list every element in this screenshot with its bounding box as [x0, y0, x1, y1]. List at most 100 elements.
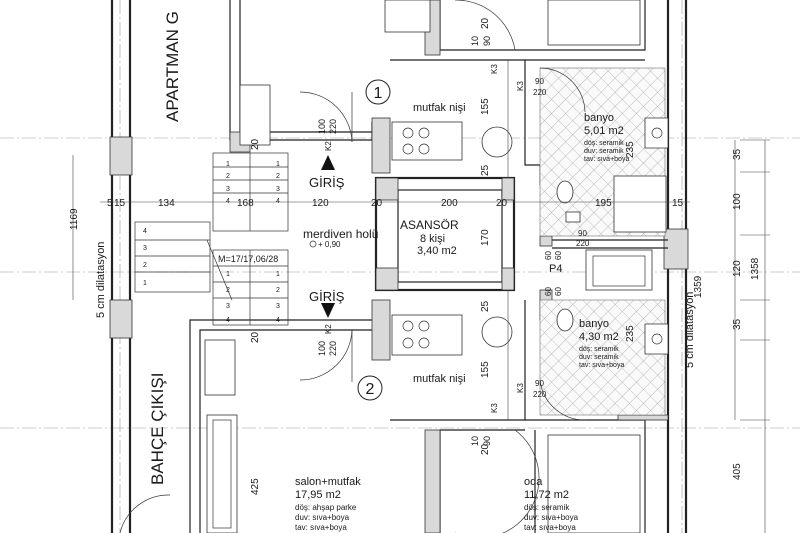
- bot-dim-90: 90: [482, 436, 492, 446]
- entrance-label-top: GİRİŞ: [309, 175, 345, 190]
- room-area: 4,30 m2: [579, 331, 619, 343]
- dim-25-a: 25: [480, 164, 491, 176]
- room-wall: duv: sıva+boya: [295, 513, 350, 522]
- room-ceiling: tav: sıva+boya: [524, 523, 576, 532]
- door-dim-bot-100: 100: [317, 341, 327, 356]
- dim-235-a: 235: [625, 141, 636, 158]
- door-code-k3-c: K3: [516, 383, 525, 393]
- bot-dim-10: 10: [470, 436, 480, 446]
- p4-dim-60c: 60: [544, 251, 553, 260]
- door-90-c: 90: [578, 229, 587, 238]
- dim-h-9: 15: [672, 198, 684, 209]
- room-wall: duv: seramik: [579, 354, 619, 361]
- p4-dim-60b: 60: [554, 287, 563, 296]
- dim-425: 425: [250, 478, 261, 495]
- entrance-label-bottom: GİRİŞ: [309, 289, 345, 304]
- step-mid-3: 3: [143, 245, 147, 252]
- room-ceiling: tav: sıva+boya: [579, 362, 624, 369]
- dim-h-7: 20: [496, 198, 508, 209]
- dim-right-405: 405: [732, 463, 743, 480]
- door-code-k2-top: K2: [324, 141, 333, 151]
- entrance-arrow-bottom-icon: [321, 303, 335, 318]
- dim-20-d: 20: [480, 443, 491, 455]
- elevator-capacity: 8 kişi: [420, 233, 445, 245]
- dim-h-4: 120: [312, 198, 329, 209]
- step-right-top-2: 2: [276, 173, 280, 180]
- room-floor: döş: ahşap parke: [295, 503, 357, 512]
- door-220-b: 220: [533, 390, 547, 399]
- step-top-2: 2: [226, 173, 230, 180]
- kitchen-niche-label-bottom: mutfak nişi: [413, 373, 466, 385]
- entrance-arrow-top-icon: [321, 155, 335, 170]
- door-220-a: 220: [533, 88, 547, 97]
- apartman-label: APARTMAN G: [163, 11, 182, 122]
- door-code-k3-a: K3: [490, 64, 499, 74]
- dim-h-3: 168: [237, 198, 254, 209]
- unit-marker-1: [365, 79, 391, 105]
- dim-h-5: 20: [371, 198, 383, 209]
- step-mid-1: 1: [143, 280, 147, 287]
- room-area: 11,72 m2: [524, 489, 569, 501]
- dim-155-a: 155: [480, 98, 491, 115]
- step-top-1: 1: [226, 161, 230, 168]
- step-right-bot-1: 1: [276, 271, 280, 278]
- unit-number-1: 1: [374, 85, 383, 102]
- room-area: 5,01 m2: [584, 125, 624, 137]
- step-mid-4: 4: [143, 228, 147, 235]
- door-dim-top-220: 220: [328, 119, 338, 134]
- elevator-label: ASANSÖR: [400, 218, 459, 232]
- dim-right-1358: 1358: [750, 257, 761, 280]
- room-area: 17,95 m2: [295, 489, 341, 501]
- dim-25-b: 25: [480, 300, 491, 312]
- room-banyo-2: banyo 4,30 m2 döş: seramik duv: seramik …: [579, 318, 624, 369]
- door-dims-90-220: 90 220 90 220 90 220: [533, 77, 590, 399]
- furniture: [204, 0, 641, 533]
- step-bot-2: 2: [226, 287, 230, 294]
- room-ceiling: tav: sıva+boya: [295, 523, 347, 532]
- dim-right-100: 100: [732, 193, 743, 210]
- step-right-top-4: 4: [276, 198, 280, 205]
- top-dim-10: 10: [470, 36, 480, 46]
- stair-step-numbers: 1 2 3 4 1 2 3 4 4 3 2 1 1 2 3 4 1 2 3 4: [143, 161, 280, 324]
- step-right-top-1: 1: [276, 161, 280, 168]
- elevator-area: 3,40 m2: [417, 245, 457, 257]
- unit-number-2: 2: [366, 381, 375, 398]
- door-code-k3-b: K3: [516, 81, 525, 91]
- step-mid-2: 2: [143, 262, 147, 269]
- room-ceiling: tav: sıva+boya: [584, 156, 629, 163]
- room-floor: döş: seramik: [584, 140, 624, 147]
- vertical-dimensions: 1169 1358 1359 35 100 120 35 405 20 20 2…: [69, 17, 761, 495]
- dim-170: 170: [480, 229, 491, 246]
- step-bot-1: 1: [226, 271, 230, 278]
- step-right-bot-3: 3: [276, 303, 280, 310]
- room-banyo-1: banyo 5,01 m2 döş: seramik duv: seramik …: [584, 112, 629, 163]
- bathroom-tiles: [539, 67, 669, 416]
- stair-ratio-note: M=17/17,06/28: [218, 254, 278, 264]
- dim-235-b: 235: [625, 325, 636, 342]
- room-name: banyo: [584, 112, 614, 124]
- kitchen-niche-label-top: mutfak nişi: [413, 102, 466, 114]
- step-top-4: 4: [226, 198, 230, 205]
- dim-20-c: 20: [480, 17, 491, 29]
- dim-right-35b: 35: [732, 318, 743, 330]
- room-wall: duv: sıva+boya: [524, 513, 579, 522]
- dim-20-b: 20: [250, 331, 261, 343]
- door-code-k3-d: K3: [490, 403, 499, 413]
- dilatation-left-label: 5 cm dilatasyon: [95, 242, 107, 318]
- walls: [109, 0, 689, 533]
- door-dim-bot-220: 220: [328, 341, 338, 356]
- room-oda: oda 11,72 m2 döş: seramik duv: sıva+boya…: [524, 476, 579, 532]
- dim-h-8: 195: [595, 198, 612, 209]
- stair-hall-label: merdiven holü: [303, 227, 378, 241]
- dim-right-35a: 35: [732, 148, 743, 160]
- step-right-bot-2: 2: [276, 287, 280, 294]
- dim-h-2: 134: [158, 198, 175, 209]
- dim-h-6: 200: [441, 198, 458, 209]
- dilatation-right-label: 5 cm dilatasyon: [684, 292, 696, 368]
- kitchen-fixtures: [391, 121, 513, 356]
- dim-left-1169: 1169: [69, 208, 80, 230]
- door-code-k2-bottom: K2: [324, 324, 333, 334]
- room-name: banyo: [579, 318, 609, 330]
- dim-h-1: 15: [114, 198, 126, 209]
